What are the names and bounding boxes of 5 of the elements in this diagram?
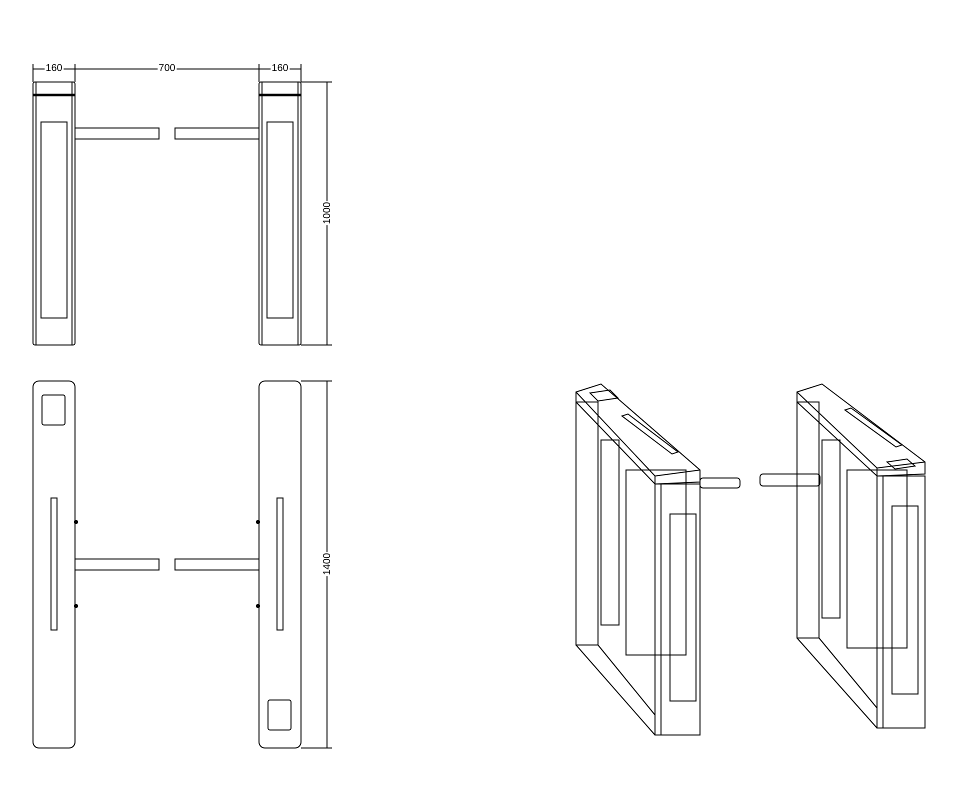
- dimension-label: 1000: [323, 200, 333, 226]
- dimension-label: 160: [44, 64, 64, 74]
- dimension-label: 160: [270, 64, 290, 74]
- dimension-label: 1400: [323, 552, 333, 576]
- dimension-label: 700: [158, 64, 176, 74]
